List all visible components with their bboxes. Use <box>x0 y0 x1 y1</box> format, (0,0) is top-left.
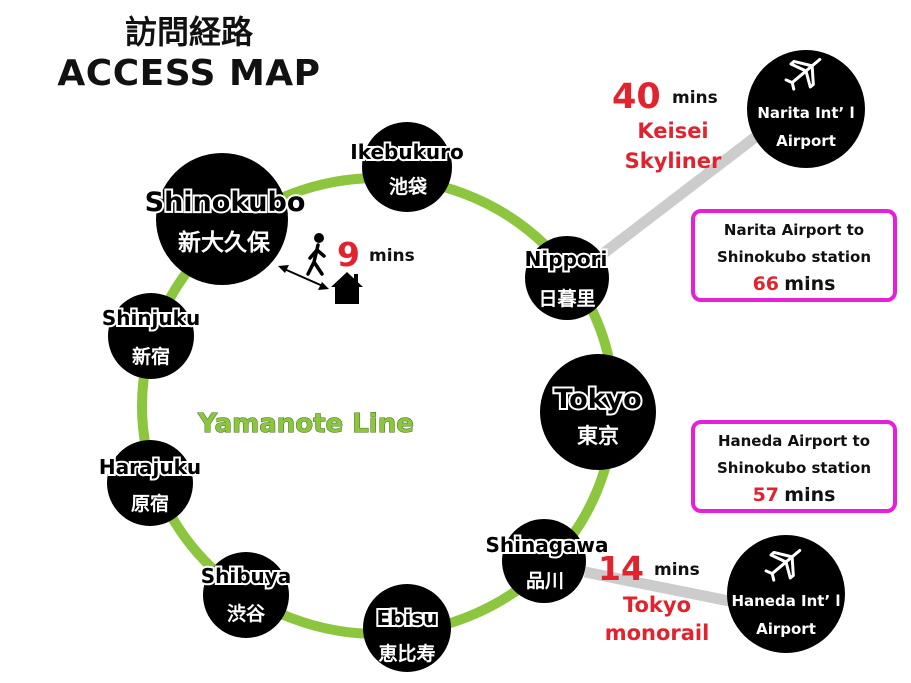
station-label-ja: 恵比寿 <box>378 642 435 665</box>
info-line1: Narita Airport to <box>723 221 865 239</box>
narita-route-line2: Skyliner <box>625 149 722 173</box>
station-label-ja: 渋谷 <box>227 602 266 625</box>
haneda-total-time-box: Haneda Airport to Shinokubo station 57 m… <box>691 420 897 513</box>
station-label-en: Shinokubo <box>145 187 306 218</box>
station-label-en: Shinagawa <box>485 533 608 557</box>
station-label-ja: 東京 <box>577 424 619 448</box>
info-total-unit: mins <box>784 273 836 295</box>
info-total: 57 mins <box>695 482 893 510</box>
haneda-route-unit: mins <box>654 560 700 580</box>
station-shinjuku[interactable]: Shinjuku 新宿 <box>100 293 202 379</box>
yamanote-line-label: Yamanote Line <box>197 409 414 439</box>
station-nippori[interactable]: Nippori 日暮里 <box>523 236 609 320</box>
airport-name-line1: Narita Int’ l <box>757 104 854 122</box>
station-label-en: Ebisu <box>377 606 438 630</box>
station-label-en: Tokyo <box>554 384 642 415</box>
station-label-en: Nippori <box>525 247 608 271</box>
double-arrow-icon <box>278 265 329 290</box>
station-harajuku[interactable]: Harajuku 原宿 <box>97 440 203 526</box>
station-ikebukuro[interactable]: Ikebukuro 池袋 <box>348 122 466 212</box>
station-label-ja: 池袋 <box>389 175 428 198</box>
info-line2: Shinokubo station <box>716 459 872 477</box>
narita-route-unit: mins <box>672 88 718 108</box>
narita-route-time: 40 <box>612 77 661 117</box>
info-total-unit: mins <box>784 484 836 506</box>
narita-link-line <box>600 127 766 258</box>
station-tokyo[interactable]: Tokyo 東京 <box>540 354 656 470</box>
haneda-route-line1: Tokyo <box>623 593 691 617</box>
haneda-route-time: 14 <box>598 549 644 588</box>
airport-name-line1: Haneda Int’ l <box>731 592 840 610</box>
airport-narita[interactable]: Narita Int’ l Airport <box>747 48 865 168</box>
station-shinokubo[interactable]: Shinokubo 新大久保 <box>143 153 307 285</box>
info-line1: Haneda Airport to <box>717 432 871 450</box>
info-line2: Shinokubo station <box>716 248 872 266</box>
walk-time-value: 9 <box>337 235 360 274</box>
station-label-ja: 品川 <box>526 570 564 592</box>
station-label-en: Shibuya <box>201 564 292 588</box>
station-shinagawa[interactable]: Shinagawa 品川 <box>483 519 611 603</box>
person-walking-icon <box>306 233 326 276</box>
station-label-ja: 新宿 <box>132 345 170 368</box>
title-english: ACCESS MAP <box>57 53 321 94</box>
airport-name-line2: Airport <box>756 620 816 638</box>
airplane-icon <box>784 57 822 91</box>
station-label-en: Ikebukuro <box>350 140 463 164</box>
station-label-en: Harajuku <box>99 455 201 479</box>
walk-time-unit: mins <box>369 246 415 266</box>
airport-haneda[interactable]: Haneda Int’ l Airport <box>727 535 845 653</box>
title-japanese: 訪問経路 <box>124 13 253 51</box>
haneda-route-line2: monorail <box>605 621 710 645</box>
info-total: 66 mins <box>695 271 893 299</box>
map-title: 訪問経路 ACCESS MAP <box>24 16 354 92</box>
house-icon <box>331 272 363 304</box>
airport-name-line2: Airport <box>776 132 836 150</box>
info-total-value: 66 <box>752 273 780 295</box>
airplane-icon <box>764 548 802 582</box>
narita-total-time-box: Narita Airport to Shinokubo station 66 m… <box>691 209 897 302</box>
haneda-link-line <box>583 566 746 610</box>
station-label-ja: 新大久保 <box>178 229 271 256</box>
station-label-ja: 日暮里 <box>538 288 595 310</box>
station-shibuya[interactable]: Shibuya 渋谷 <box>199 552 293 638</box>
station-label-en: Shinjuku <box>102 306 200 330</box>
station-ebisu[interactable]: Ebisu 恵比寿 <box>363 584 451 672</box>
station-label-ja: 原宿 <box>131 492 169 515</box>
info-total-value: 57 <box>752 484 780 506</box>
narita-route-line1: Keisei <box>637 119 708 143</box>
